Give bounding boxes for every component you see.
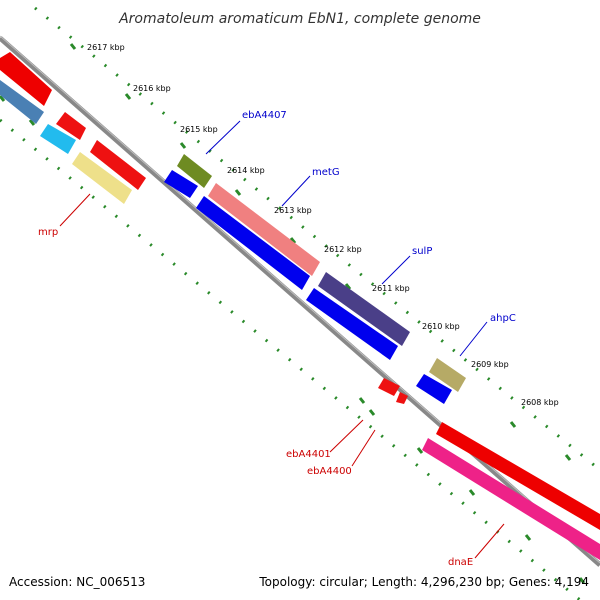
major-tick <box>0 95 6 102</box>
map-title: Aromatoleum aromaticum EbN1, complete ge… <box>118 11 481 27</box>
accession-text: Accession: NC_006513 <box>9 575 145 589</box>
plus-strand-features <box>0 52 466 392</box>
major-tick <box>28 119 36 126</box>
gene-feature <box>56 112 86 140</box>
genome-summary-text: Topology: circular; Length: 4,296,230 bp… <box>258 575 589 589</box>
major-tick <box>509 421 517 428</box>
gene-label-ebA4407: ebA4407 <box>242 110 287 121</box>
genome-backbone <box>0 36 600 567</box>
major-tick <box>289 237 297 244</box>
tick-label: 2617 kbp <box>87 43 125 52</box>
inner-tick-ring <box>0 118 581 600</box>
major-ticks-outer <box>69 43 572 461</box>
major-tick <box>578 577 586 584</box>
gene-feature <box>177 154 212 188</box>
minus-strand-features <box>0 80 600 560</box>
gene-label-ebA4401: ebA4401 <box>286 449 331 460</box>
gene-feature <box>306 288 398 360</box>
major-tick <box>524 534 532 541</box>
leader-line <box>59 193 91 227</box>
leader-line <box>205 120 241 155</box>
major-tick <box>468 489 476 496</box>
leader-line <box>459 321 488 357</box>
tick-label: 2611 kbp <box>372 284 410 293</box>
gene-label-ebA4400: ebA4400 <box>307 466 352 477</box>
tick-label: 2610 kbp <box>422 322 460 331</box>
leader-line <box>329 419 364 453</box>
leader-line <box>281 175 311 207</box>
gene-feature <box>422 438 600 560</box>
gene-feature <box>378 378 400 396</box>
leader-line <box>474 523 505 559</box>
gene-feature <box>40 124 76 154</box>
gene-feature <box>416 374 452 404</box>
gene-feature <box>0 80 44 124</box>
gene-feature <box>90 140 146 190</box>
gene-feature <box>318 272 410 346</box>
gene-label-ahpC: ahpC <box>490 313 516 324</box>
major-ticks-inner <box>0 95 586 584</box>
gene-feature <box>196 196 310 290</box>
major-tick <box>69 43 77 50</box>
label-leaders <box>59 120 505 559</box>
gene-label-mrp: mrp <box>38 227 58 238</box>
major-tick <box>564 454 572 461</box>
outer-tick-ring <box>34 6 600 472</box>
tick-label: 2608 kbp <box>521 398 559 407</box>
gene-feature <box>0 52 52 106</box>
gene-feature <box>72 152 132 204</box>
tick-label: 2615 kbp <box>180 125 218 134</box>
major-tick <box>344 283 352 290</box>
major-tick <box>358 397 366 404</box>
leader-line <box>351 429 376 467</box>
gene-feature <box>396 392 408 404</box>
gene-feature <box>208 183 320 276</box>
gene-feature <box>436 422 600 530</box>
genome-backbone-highlight <box>0 35 600 564</box>
tick-label: 2614 kbp <box>227 166 265 175</box>
major-tick <box>234 189 242 196</box>
major-tick <box>416 447 424 454</box>
leader-line <box>381 255 411 285</box>
gene-label-dnaE: dnaE <box>448 557 473 568</box>
tick-label: 2616 kbp <box>133 84 171 93</box>
tick-label: 2612 kbp <box>324 245 362 254</box>
major-tick <box>179 142 187 149</box>
tick-label: 2609 kbp <box>471 360 509 369</box>
major-tick <box>368 409 376 416</box>
major-tick <box>124 93 132 100</box>
gene-label-metG: metG <box>312 167 340 178</box>
gene-feature <box>164 170 198 198</box>
gene-feature <box>429 358 466 392</box>
tick-label: 2613 kbp <box>274 206 312 215</box>
gene-label-sulP: sulP <box>412 246 432 257</box>
